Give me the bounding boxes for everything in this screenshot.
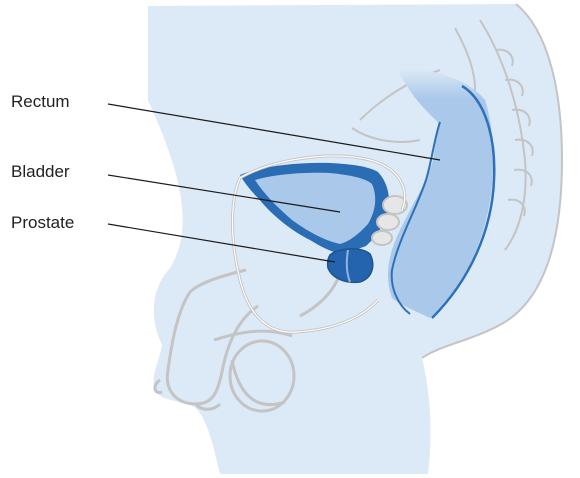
rectum-label: Rectum [11, 93, 70, 110]
bladder-label: Bladder [11, 163, 70, 180]
prostate-label: Prostate [11, 214, 74, 231]
